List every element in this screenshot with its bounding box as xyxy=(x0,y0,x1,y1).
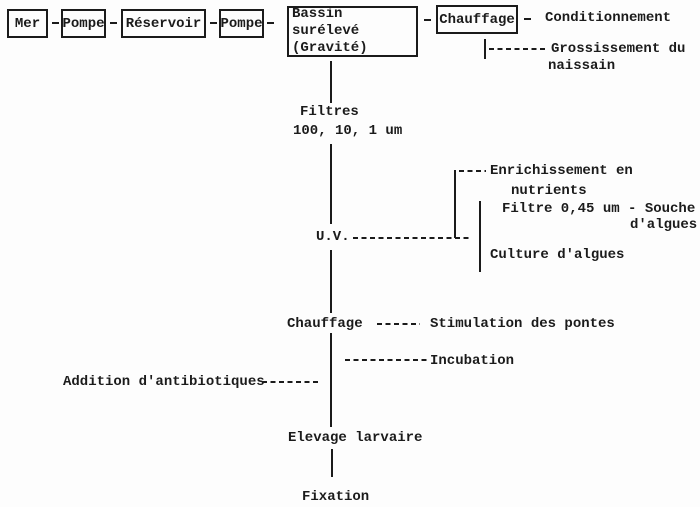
grossissement-dashed-connector xyxy=(489,48,545,50)
node-bassin-label-line2: (Gravité) xyxy=(292,40,368,56)
spine-segment-1 xyxy=(330,61,332,103)
enrichissement-branch-line xyxy=(454,170,456,238)
dash-connector-4 xyxy=(267,22,274,24)
label-filtre045-line2: d'algues xyxy=(630,217,698,233)
stimulation-dashed-connector xyxy=(377,323,420,325)
dash-connector-2 xyxy=(110,22,117,24)
label-culture-algues: Culture d'algues xyxy=(490,247,625,263)
label-filtres-line1: Filtres xyxy=(300,104,359,120)
node-mer-box: Mer xyxy=(7,9,48,38)
incubation-dashed-connector xyxy=(345,359,427,361)
antibiotiques-dashed-connector xyxy=(262,381,320,383)
label-stimulation: Stimulation des pontes xyxy=(430,316,615,332)
dash-connector-1 xyxy=(52,22,59,24)
label-fixation: Fixation xyxy=(302,489,370,505)
spine-segment-4 xyxy=(330,333,332,427)
label-chauffage-2: Chauffage xyxy=(287,316,363,332)
label-elevage-larvaire: Elevage larvaire xyxy=(288,430,423,446)
label-grossissement-line1: Grossissement du xyxy=(551,41,686,57)
spine-segment-3 xyxy=(330,250,332,313)
algues-group-bar xyxy=(479,201,481,272)
uv-dashed-connector xyxy=(353,237,470,239)
label-enrichissement-line2: nutrients xyxy=(511,183,587,199)
node-reservoir-box: Réservoir xyxy=(121,9,206,38)
label-uv: U.V. xyxy=(316,229,350,245)
node-bassin-label-line1: Bassin surélevé xyxy=(292,6,360,39)
spine-segment-2 xyxy=(330,144,332,224)
node-chauffage-label: Chauffage xyxy=(439,11,515,28)
dash-connector-6 xyxy=(524,18,531,20)
dash-connector-5 xyxy=(424,19,431,21)
label-conditionnement: Conditionnement xyxy=(545,10,672,26)
spine-segment-5 xyxy=(331,449,333,477)
node-bassin-box: Bassin surélevé (Gravité) xyxy=(287,6,418,57)
grossissement-tick-line xyxy=(484,39,486,59)
node-pompe2-label: Pompe xyxy=(220,15,263,32)
node-mer-label: Mer xyxy=(14,15,41,32)
node-reservoir-label: Réservoir xyxy=(125,15,202,32)
enrichissement-dashed-connector xyxy=(459,170,486,172)
label-filtre045-line1: Filtre 0,45 um - Souche xyxy=(502,201,696,217)
label-filtres-line2: 100, 10, 1 um xyxy=(293,123,403,139)
label-grossissement-line2: naissain xyxy=(548,58,616,74)
node-pompe1-box: Pompe xyxy=(61,9,106,38)
node-chauffage-box: Chauffage xyxy=(436,5,518,34)
label-enrichissement-line1: Enrichissement en xyxy=(490,163,633,179)
label-incubation: Incubation xyxy=(430,353,515,369)
node-pompe1-label: Pompe xyxy=(62,15,105,32)
dash-connector-3 xyxy=(210,22,217,24)
label-antibiotiques: Addition d'antibiotiques xyxy=(63,374,265,390)
node-pompe2-box: Pompe xyxy=(219,9,264,38)
